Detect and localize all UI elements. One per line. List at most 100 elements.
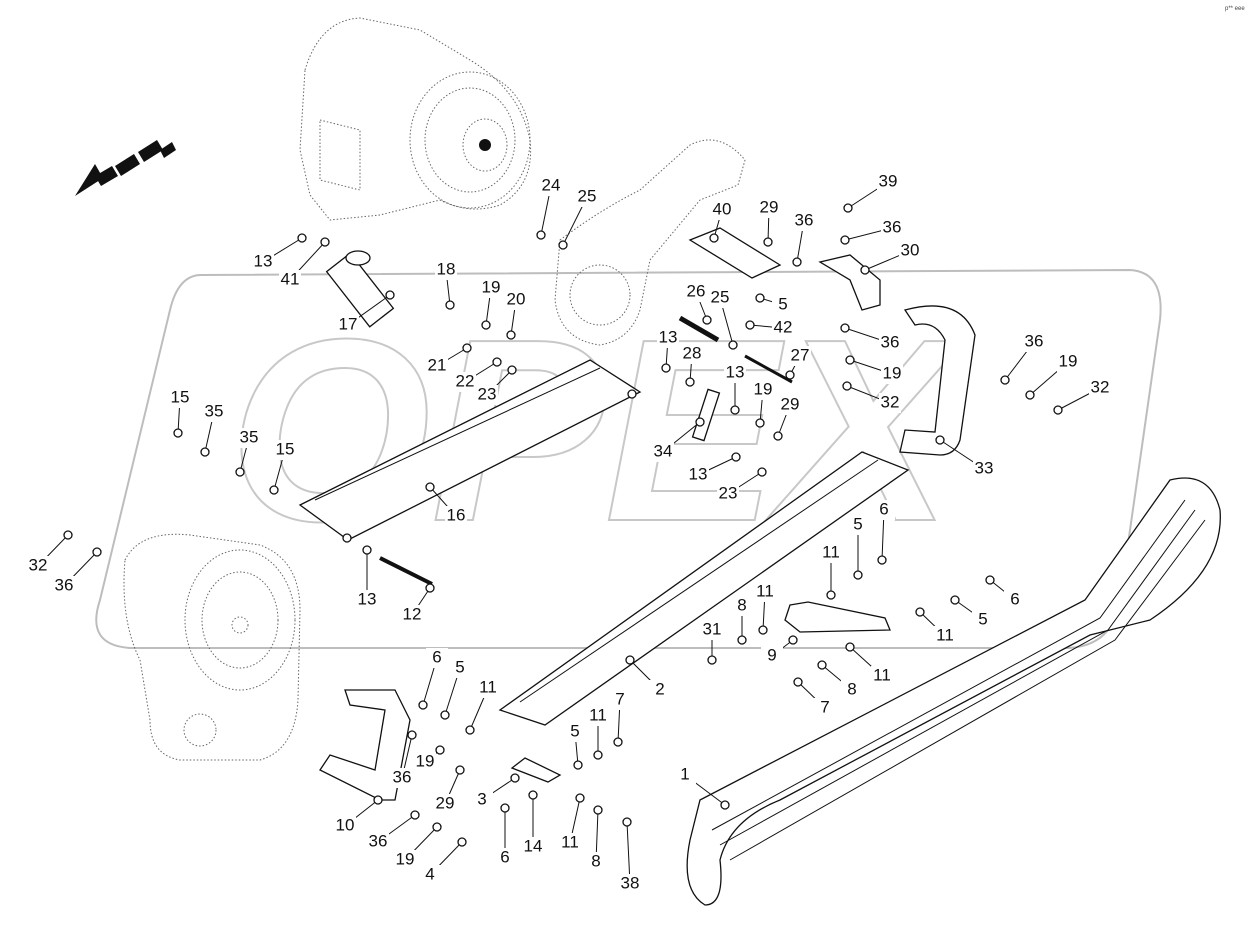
label-bg-p25b	[709, 288, 731, 308]
part-label-p39: 39	[879, 171, 898, 190]
fastener-p5e	[573, 760, 583, 770]
label-bg-p13a	[252, 252, 274, 272]
fastener-p11g	[575, 793, 585, 803]
part-label-p29a: 29	[760, 197, 779, 216]
part-label-p8a: 8	[737, 595, 746, 614]
label-bg-p18	[435, 260, 457, 280]
fastener-p15a	[173, 428, 183, 438]
fastener-p23a	[507, 365, 517, 375]
part-label-p10: 10	[336, 815, 355, 834]
label-bg-p6c	[426, 648, 448, 668]
part-label-p2: 2	[655, 679, 664, 698]
label-bg-p25a	[576, 187, 598, 207]
label-bg-p11c	[934, 626, 956, 646]
fastener-p6b	[985, 575, 995, 585]
fastener-p11b	[758, 625, 768, 635]
fastener-p32b	[1053, 405, 1063, 415]
part-label-p6b: 6	[1010, 589, 1019, 608]
part-label-p40: 40	[713, 199, 732, 218]
fastener-p15b	[269, 485, 279, 495]
label-bg-p36a	[793, 211, 815, 231]
part-label-p22: 22	[456, 371, 475, 390]
label-bg-p2	[649, 680, 671, 700]
part-label-p29b: 29	[781, 394, 800, 413]
label-bg-p21	[426, 356, 448, 376]
label-bg-p8a	[731, 596, 753, 616]
label-bg-p29b	[779, 395, 801, 415]
fastener-p4	[457, 837, 467, 847]
part-label-p5e: 5	[570, 721, 579, 740]
fastener-p2	[625, 655, 635, 665]
corner-code: p** eee	[1225, 6, 1245, 12]
part-label-p35b: 35	[240, 427, 259, 446]
fastener-p13c	[730, 405, 740, 415]
fastener-p28	[685, 377, 695, 387]
label-bg-p32b	[1089, 378, 1111, 398]
label-bg-p11a	[820, 543, 842, 563]
label-bg-p19e	[414, 752, 436, 772]
fastener-p13e	[362, 545, 372, 555]
part-label-p3: 3	[477, 789, 486, 808]
fastener-p7a	[613, 737, 623, 747]
label-bg-p11e	[477, 678, 499, 698]
part-label-p34: 34	[654, 441, 673, 460]
pin-26	[678, 315, 720, 343]
fastener-p5a	[853, 570, 863, 580]
label-bg-p23a	[476, 385, 498, 405]
part-label-p13d: 13	[689, 464, 708, 483]
part-label-p6d: 6	[500, 847, 509, 866]
part-label-p7b: 7	[820, 697, 829, 716]
label-bg-p32c	[27, 556, 49, 576]
label-bg-p27	[789, 346, 811, 366]
label-bg-p36d	[1023, 332, 1045, 352]
label-bg-p19b	[752, 380, 774, 400]
fastener-p11a	[826, 590, 836, 600]
part-label-p5c: 5	[978, 609, 987, 628]
leader-line-p38	[626, 821, 631, 885]
label-bg-p1	[674, 765, 696, 785]
label-bg-p36e	[53, 576, 75, 596]
part-label-p42: 42	[774, 317, 793, 336]
label-bg-p11b	[754, 582, 776, 602]
label-bg-p13e	[356, 590, 378, 610]
label-bg-p13b	[657, 328, 679, 348]
label-bg-p6b	[1004, 590, 1026, 610]
label-bg-p15a	[169, 388, 191, 408]
fastener-p19e	[435, 745, 445, 755]
part-label-p29c: 29	[436, 793, 455, 812]
part-label-p12: 12	[403, 604, 422, 623]
fastener-p32a	[842, 381, 852, 391]
fastener-p39	[843, 203, 853, 213]
part-label-p8c: 8	[591, 851, 600, 870]
belt-guard-upper	[298, 359, 642, 543]
fastener-p22	[492, 357, 502, 367]
label-bg-p29a	[758, 198, 780, 218]
label-bg-p16	[445, 506, 467, 526]
part-label-p36f: 36	[393, 767, 412, 786]
label-bg-p8b	[841, 680, 863, 700]
fastener-p10	[373, 795, 383, 805]
part-label-p19f: 19	[396, 849, 415, 868]
part-label-p4: 4	[425, 864, 434, 883]
part-label-p5d: 5	[455, 657, 464, 676]
part-label-p41: 41	[281, 269, 300, 288]
label-bg-p35a	[203, 402, 225, 422]
fastener-p29c	[455, 765, 465, 775]
part-label-p32a: 32	[881, 392, 900, 411]
fastener-p36f	[407, 730, 417, 740]
curved-bracket	[899, 305, 976, 456]
part-label-p35a: 35	[205, 401, 224, 420]
part-label-p13c: 13	[726, 362, 745, 381]
label-bg-p29c	[434, 794, 456, 814]
fastener-p36e	[92, 547, 102, 557]
bolt-27	[744, 354, 793, 384]
part-label-p1: 1	[680, 764, 689, 783]
part-label-p19c: 19	[883, 363, 902, 382]
label-bg-p19a	[480, 278, 502, 298]
fastener-p36c	[840, 323, 850, 333]
part-label-p16: 16	[447, 505, 466, 524]
upper-engine-outline	[299, 17, 532, 221]
bracket-3	[510, 757, 562, 783]
fastener-p13b	[661, 363, 671, 373]
